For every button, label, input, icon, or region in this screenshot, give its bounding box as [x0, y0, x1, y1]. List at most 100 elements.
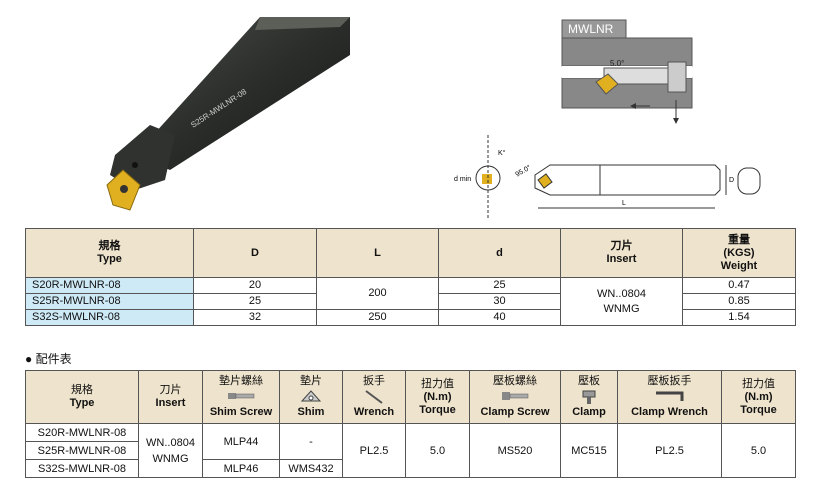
acc-header-torque-1: 扭力值 (N.m) Torque [405, 370, 470, 424]
acc-header-torque-unit: (N.m) [744, 390, 773, 403]
header-D: D [193, 228, 317, 278]
clamp-icon [582, 390, 596, 404]
bore-cell: 25 [438, 277, 561, 294]
tool-holder-image: S25R-MWLNR-08 [106, 17, 350, 211]
header-insert: 刀片 Insert [560, 228, 683, 278]
acc-header-shim: 墊片 Shim [279, 370, 343, 424]
accessories-table: 規格 Type 刀片 Insert 墊片螺絲 Shim Screw 墊片 Shi… [25, 370, 796, 478]
acc-header-torque-zh: 扭力值 [421, 377, 454, 390]
k-angle-label: K° [498, 149, 506, 157]
length-label: L [622, 200, 626, 207]
acc-insert-line2: WNMG [152, 452, 189, 465]
acc-header-torque-en: Torque [740, 403, 777, 416]
acc-header-type-zh: 規格 [71, 384, 93, 396]
type-cell: S32S-MWLNR-08 [25, 309, 194, 326]
acc-header-insert-zh: 刀片 [159, 384, 182, 396]
weight-cell: 0.47 [682, 277, 796, 294]
acc-type-cell: S20R-MWLNR-08 [25, 423, 139, 442]
acc-header-wrench-en: Wrench [353, 406, 395, 418]
acc-header-wrench: 扳手 Wrench [342, 370, 406, 424]
header-insert-en: Insert [606, 253, 637, 265]
acc-torque-cell: 5.0 [405, 423, 470, 478]
dimension-drawing: K° d min 95.0° L D [454, 135, 761, 218]
acc-header-clamp-screw-en: Clamp Screw [480, 406, 550, 418]
acc-header-clamp-screw: 壓板螺絲 Clamp Screw [469, 370, 561, 424]
angle-side-label: 95.0° [514, 163, 532, 178]
weight-cell: 0.85 [682, 293, 796, 310]
weight-cell: 1.54 [682, 309, 796, 326]
d-cell: 25 [193, 293, 317, 310]
acc-shim-screw-cell: MLP44 [202, 423, 280, 460]
screw-icon [502, 392, 529, 400]
acc-insert-line1: WN..0804 [146, 436, 195, 449]
acc-header-insert-en: Insert [155, 397, 186, 409]
header-weight-zh: 重量 [728, 233, 750, 246]
acc-header-shim-en: Shim [297, 406, 325, 418]
l-wrench-icon [655, 391, 683, 401]
acc-clamp-screw-cell: MS520 [469, 423, 561, 478]
acc-header-clamp-zh: 壓板 [578, 375, 600, 387]
table-row: S20R-MWLNR-08 20 200 25 WN..0804 WNMG 0.… [25, 277, 796, 326]
header-weight-en: Weight [720, 259, 758, 272]
l-cell: 250 [316, 309, 439, 326]
table-row: S25R-MWLNR-08 25 30 0.85 [25, 293, 796, 310]
acc-type-cell: S25R-MWLNR-08 [25, 441, 139, 460]
table-row: S20R-MWLNR-08 WN..0804 WNMG MLP44 - PL2.… [25, 423, 796, 478]
d-cell: 32 [193, 309, 317, 326]
acc-header-shim-screw: 墊片螺絲 Shim Screw [202, 370, 280, 424]
header-L: L [316, 228, 439, 278]
type-cell: S25R-MWLNR-08 [25, 293, 194, 310]
header-weight-unit: (KGS) [723, 246, 755, 259]
acc-header-torque-en: Torque [419, 403, 456, 416]
acc-header-clamp-wrench: 壓板扳手 Clamp Wrench [617, 370, 722, 424]
diameter-label: D [729, 177, 734, 184]
acc-clamp-wrench-cell: PL2.5 [617, 423, 722, 478]
acc-header-torque-zh: 扭力值 [742, 377, 775, 390]
header-type-zh: 規格 [98, 240, 121, 252]
acc-insert-cell: WN..0804 WNMG [138, 423, 203, 478]
wrench-icon [365, 390, 383, 404]
acc-shim-cell: WMS432 [279, 459, 343, 478]
table-row: S32S-MWLNR-08 MLP46 WMS432 [25, 459, 796, 478]
acc-header-type-en: Type [69, 397, 95, 409]
table-row: S32S-MWLNR-08 32 250 40 1.54 [25, 309, 796, 326]
acc-clamp-cell: MC515 [560, 423, 618, 478]
acc-header-clamp-wrench-en: Clamp Wrench [631, 406, 708, 418]
acc-torque-cell: 5.0 [721, 423, 796, 478]
acc-wrench-cell: PL2.5 [342, 423, 406, 478]
angle-top-label: 5.0° [610, 59, 624, 68]
insert-line1: WN..0804 [597, 287, 646, 300]
acc-shim-cell: - [279, 423, 343, 460]
schematic-code-label: MWLNR [568, 22, 614, 36]
acc-header-clamp-wrench-zh: 壓板扳手 [647, 375, 692, 387]
accessories-title: ● 配件表 [25, 352, 72, 366]
acc-type-cell: S32S-MWLNR-08 [25, 459, 139, 478]
machining-schematic: MWLNR 5.0° [561, 19, 693, 124]
bore-cell: 40 [438, 309, 561, 326]
acc-header-insert: 刀片 Insert [138, 370, 203, 424]
screw-icon [228, 393, 255, 399]
header-weight: 重量 (KGS) Weight [682, 228, 796, 278]
type-cell: S20R-MWLNR-08 [25, 277, 194, 294]
dmin-label: d min [454, 176, 471, 183]
acc-header-type: 規格 Type [25, 370, 139, 424]
acc-header-torque-unit: (N.m) [423, 390, 452, 403]
l-cell: 200 [316, 277, 439, 310]
acc-header-shim-zh: 墊片 [300, 375, 322, 387]
acc-header-shim-screw-en: Shim Screw [209, 406, 273, 418]
bore-cell: 30 [438, 293, 561, 310]
shim-icon [300, 390, 322, 402]
header-type-en: Type [97, 253, 122, 265]
header-d: d [438, 228, 561, 278]
acc-header-torque-2: 扭力值 (N.m) Torque [721, 370, 796, 424]
acc-header-clamp-en: Clamp [572, 406, 606, 418]
acc-header-clamp-screw-zh: 壓板螺絲 [493, 375, 537, 387]
acc-header-shim-screw-zh: 墊片螺絲 [219, 375, 263, 387]
insert-line2: WNMG [603, 302, 640, 315]
d-cell: 20 [193, 277, 317, 294]
header-type: 規格 Type [25, 228, 194, 278]
spec-table: 規格 Type D L d 刀片 Insert 重量 (KGS) Weight … [25, 228, 796, 326]
insert-cell: WN..0804 WNMG [560, 277, 683, 326]
acc-shim-screw-cell: MLP46 [202, 459, 280, 478]
acc-header-wrench-zh: 扳手 [363, 375, 385, 387]
